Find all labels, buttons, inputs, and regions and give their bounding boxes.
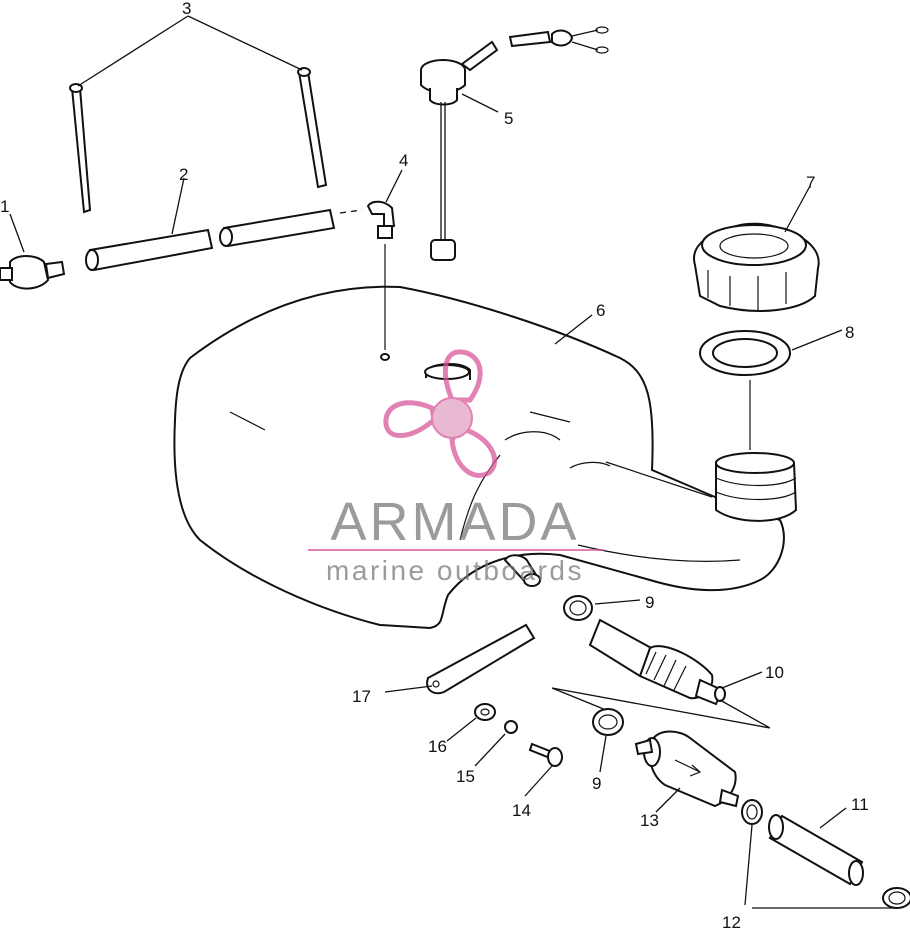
- filler-neck: [715, 452, 798, 522]
- fuel-hose: [768, 814, 864, 886]
- callout-5: 5: [504, 109, 513, 128]
- propeller-logo-icon: [383, 349, 498, 478]
- fuel-cap: [693, 222, 820, 312]
- callout-12: 12: [722, 913, 741, 930]
- callouts: 1 2 3 4 5 6 7 8 9 9 10 11 12 13 14 15 16…: [0, 0, 869, 932]
- vent-hose-right: [219, 208, 336, 248]
- vent-hole: [380, 353, 390, 361]
- screw: [528, 742, 563, 767]
- callout-11: 11: [851, 795, 869, 814]
- hose-dash: [339, 209, 363, 214]
- armada-watermark: ARMADA marine outboards: [308, 349, 604, 586]
- callout-9b: 9: [592, 774, 601, 793]
- washer: [474, 703, 496, 721]
- callout-7: 7: [806, 173, 815, 192]
- lock-washer: [504, 720, 518, 734]
- group-bracket-lines: [551, 687, 771, 729]
- hose-clamp-12b: [882, 887, 910, 909]
- callout-10: 10: [765, 663, 784, 682]
- bracket: [426, 623, 536, 695]
- hose-clamp-upper: [563, 595, 593, 621]
- vent-hose-left: [85, 228, 214, 272]
- hose-clamp-12a: [741, 799, 763, 825]
- watermark-brand: ARMADA: [330, 492, 579, 552]
- callout-15: 15: [456, 767, 475, 786]
- fuel-gauge: [420, 26, 609, 261]
- fuel-tank: [173, 285, 785, 630]
- elbow-fitting: [366, 200, 396, 239]
- leader-lines: [9, 15, 895, 909]
- callout-6: 6: [596, 301, 605, 320]
- callout-17: 17: [352, 687, 371, 706]
- fuel-filter: [634, 730, 740, 808]
- callout-14: 14: [512, 801, 531, 820]
- callout-1: 1: [0, 197, 9, 216]
- callout-2: 2: [179, 165, 188, 184]
- outlet-fitting: [503, 554, 541, 587]
- hose-clamp-lower: [592, 708, 624, 736]
- gasket: [699, 330, 791, 376]
- tank-strap-right: [297, 67, 328, 189]
- primer-bulb: [588, 618, 726, 706]
- watermark-tagline: marine outboards: [326, 555, 584, 586]
- gauge-port: [424, 363, 471, 380]
- callout-9a: 9: [645, 593, 654, 612]
- callout-4: 4: [399, 151, 408, 170]
- callout-8: 8: [845, 323, 854, 342]
- vent-valve: [0, 255, 66, 290]
- callout-3: 3: [182, 0, 191, 18]
- callout-13: 13: [640, 811, 659, 830]
- callout-16: 16: [428, 737, 447, 756]
- tank-strap-left: [69, 83, 92, 214]
